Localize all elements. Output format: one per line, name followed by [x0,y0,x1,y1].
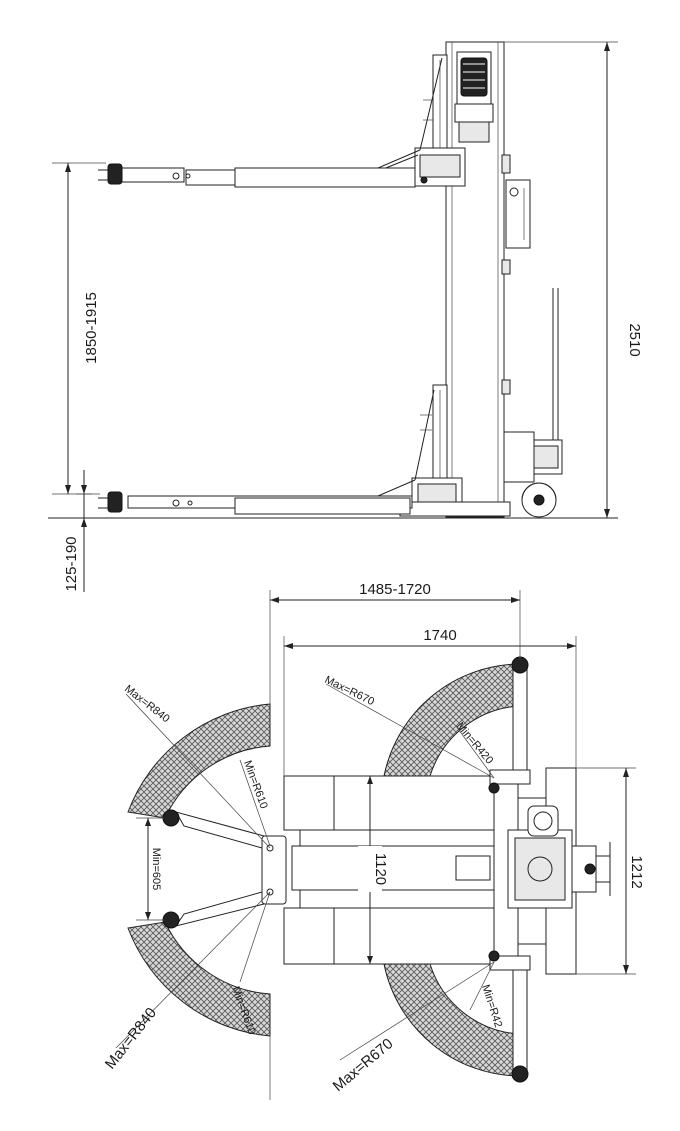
dim-pad-height: 125-190 [63,470,92,592]
front-top-max-radius-label: Max=R670 [323,674,376,708]
rear-left-bottom-max-radius-label: Max=R840 [102,1004,160,1072]
front-pad-bottom [511,1065,529,1083]
base-plates [283,775,497,965]
rear-arms [162,809,287,929]
dim-1120: 1120 [358,776,389,964]
upper-arm [98,163,416,188]
overall-width-label: 1740 [423,627,456,644]
front-top-min-radius-label: Min=R420 [454,720,496,766]
front-arms [488,656,531,1083]
rear-pad-bottom [162,911,180,929]
rear-pad-top [162,809,180,827]
dim-total-height: 2510 [504,41,643,518]
dim-1212: 1212 [576,767,645,975]
dim-1485-1720: 1485-1720 [269,581,521,1100]
inner-width-label: 1120 [372,853,389,885]
dim-min-605: Min=605 [136,817,164,921]
rear-left-min-radius-label: Min=R610 [241,759,270,811]
dim-lift-height: 1850-1915 [52,162,106,495]
lower-arm [98,491,413,515]
motor [454,51,494,143]
front-bottom-min-radius-label: Min=R42 [479,983,504,1029]
pad-height-label: 125-190 [63,536,80,591]
column-top [493,767,611,975]
total-height-label: 2510 [626,323,643,356]
carriage-lower [377,389,511,517]
rear-left-sweep-bottom [127,921,271,1037]
rear-left-sweep-top [127,703,271,819]
rear-left-max-radius-label: Max=R840 [122,683,172,725]
dim-1740: 1740 [283,627,577,776]
top-view: Max=R840 Min=R610 Max=R840 Min=R610 Max=… [102,581,645,1100]
width-range-label: 1485-1720 [359,581,431,598]
radius-leaders [115,683,495,1061]
transport-handle [503,288,563,518]
motor-top-view [527,805,559,837]
front-bottom-max-radius-label: Max=R670 [330,1035,397,1095]
min-inner-distance-label: Min=605 [150,848,162,891]
column-depth-label: 1212 [628,855,645,888]
front-sweep-top [383,663,521,777]
arm-sweep-zones [127,663,521,1077]
lift-height-label: 1850-1915 [83,292,100,364]
side-view: 2510 1850-1915 125-190 [48,41,643,592]
